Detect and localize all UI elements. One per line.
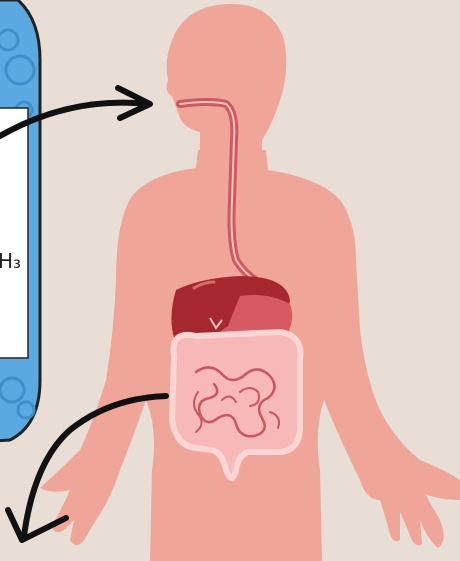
container-label-panel — [0, 108, 28, 358]
container-label-text: H₃ — [0, 249, 21, 273]
blue-container: H₃ — [0, 0, 40, 442]
